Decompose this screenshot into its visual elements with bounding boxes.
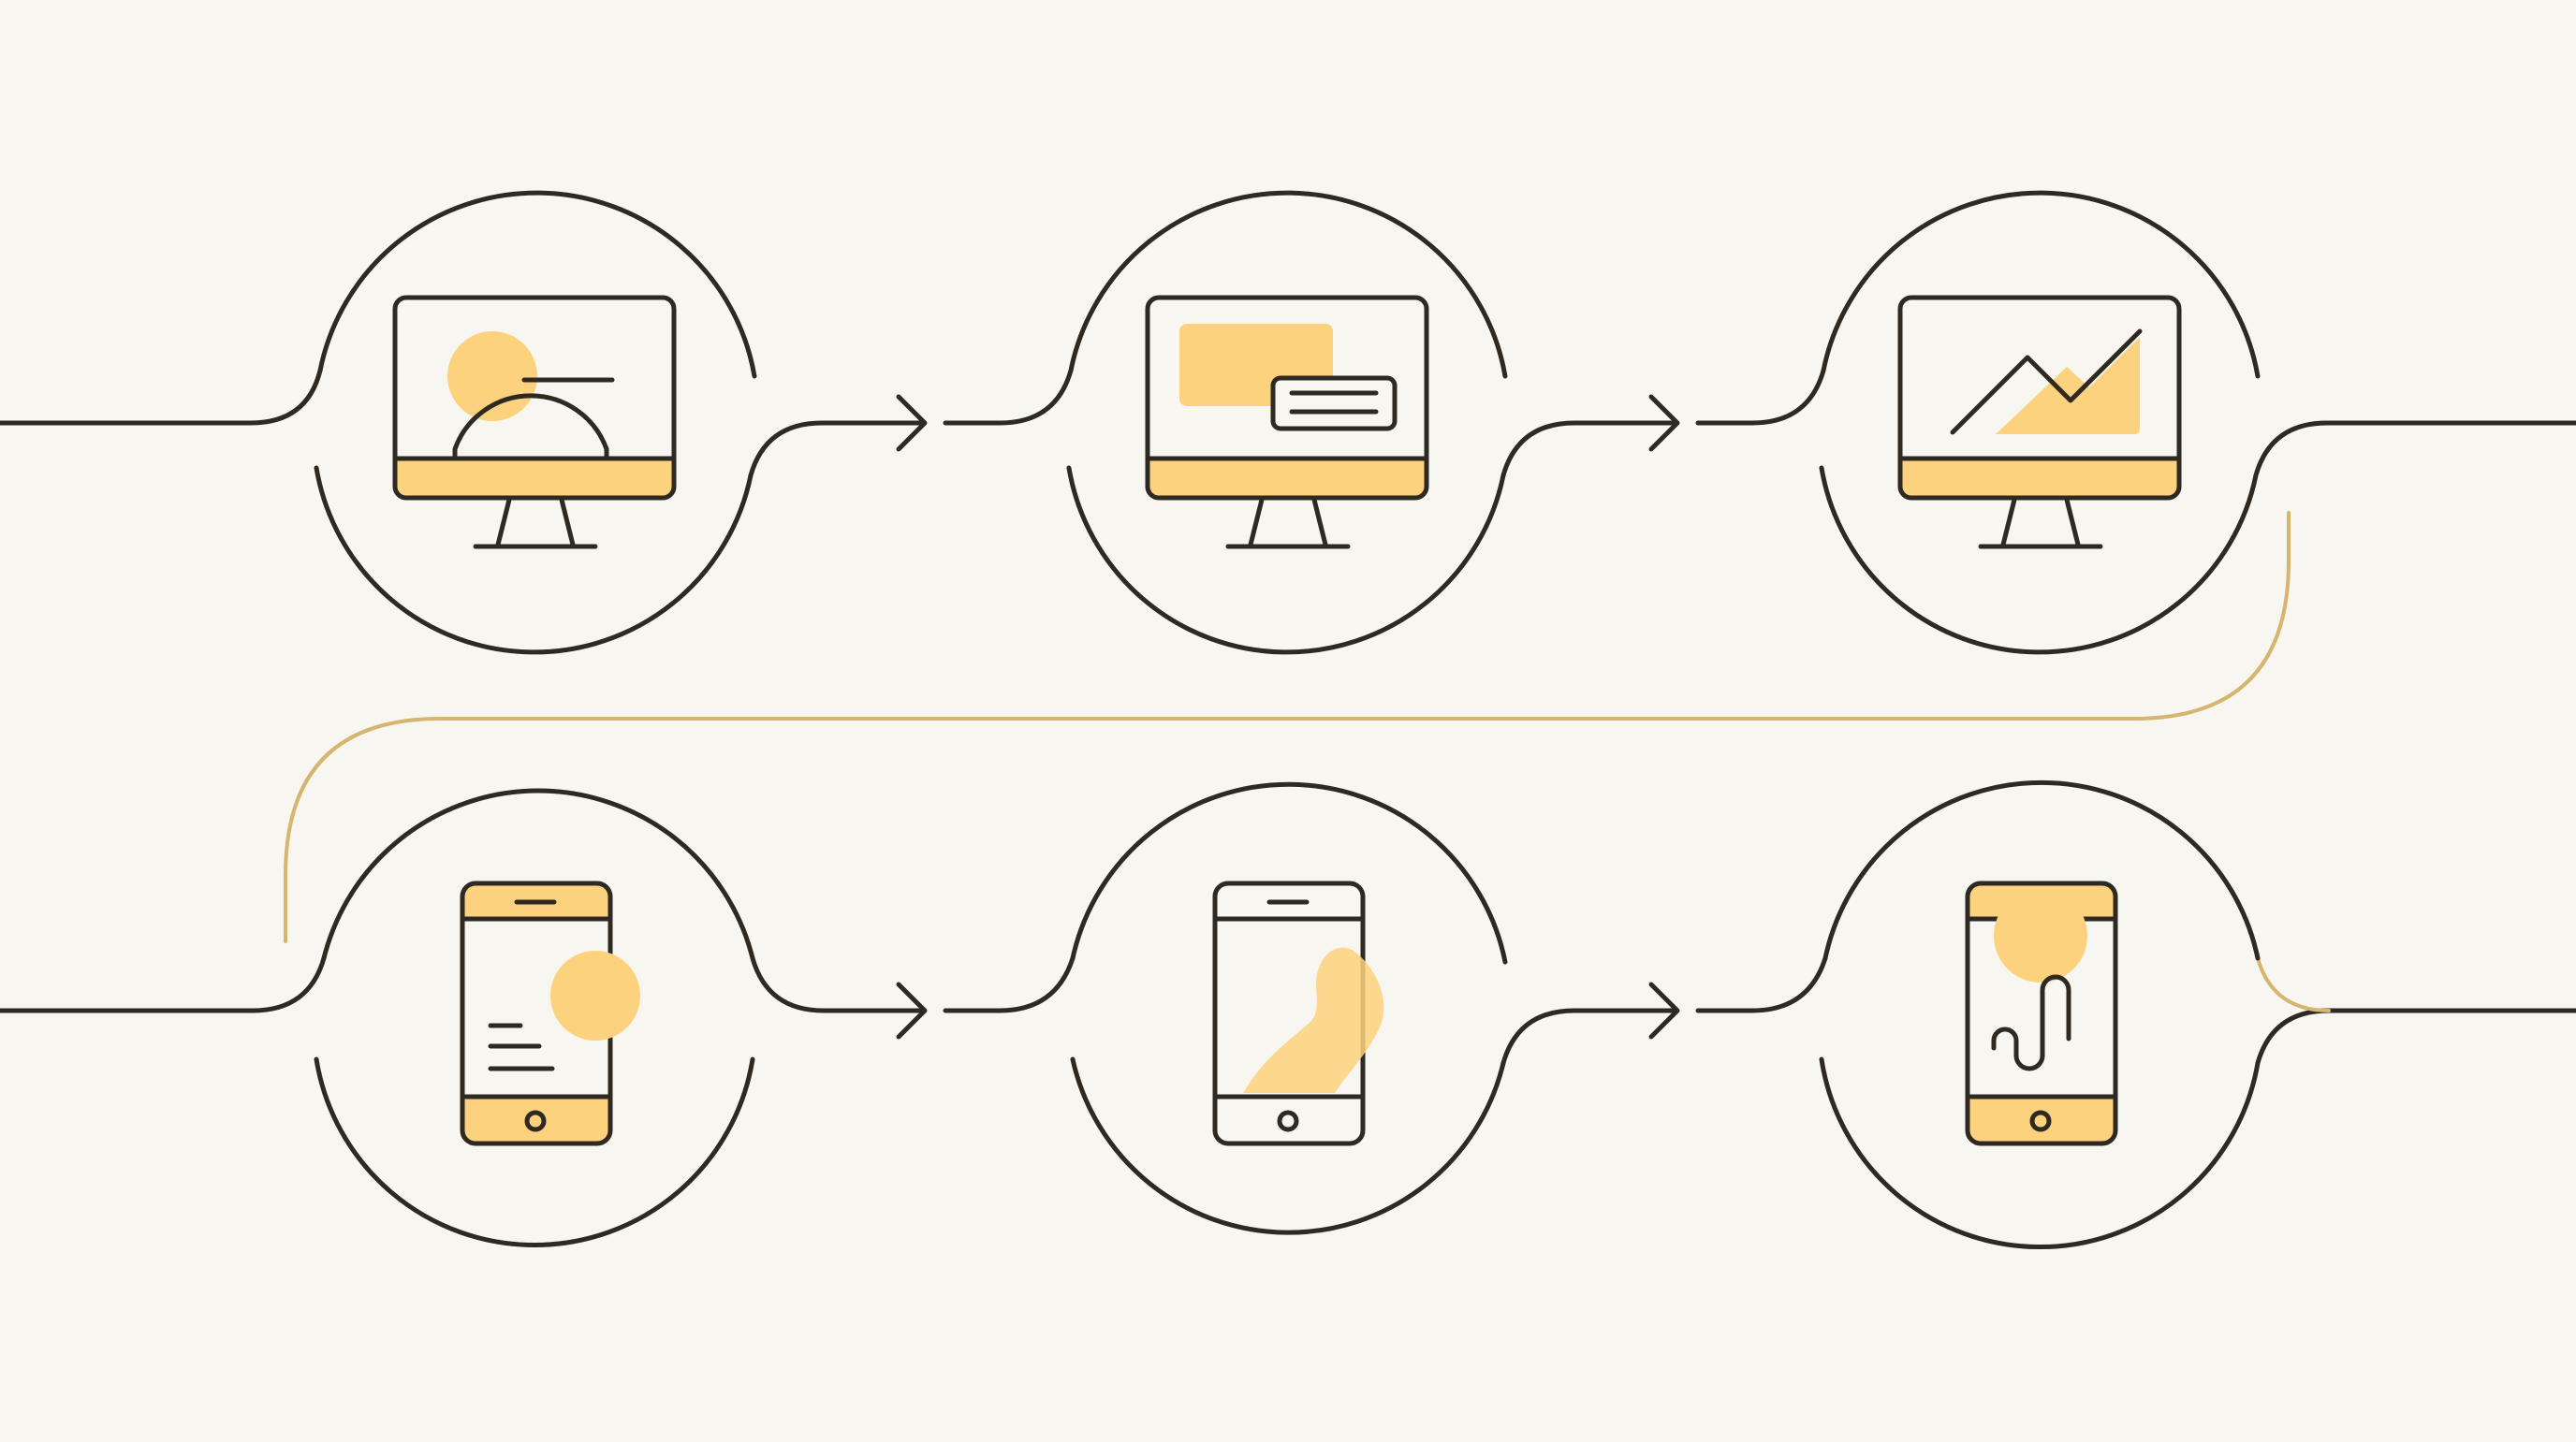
step-circle (1819, 779, 2261, 1250)
step-circle (314, 190, 757, 655)
flow-line-4-5 (750, 955, 925, 1013)
flow-line-accent (2256, 956, 2331, 1012)
flow-line-2-3b (1695, 368, 1826, 426)
flow-line-out (2255, 1008, 2576, 1066)
sun-landscape-icon (447, 331, 615, 459)
arrow-right-icon (896, 394, 928, 452)
trend-chart-icon (1950, 328, 2143, 435)
flow-line-in (0, 368, 323, 426)
flow-line-5-6 (1500, 1008, 1677, 1066)
arrow-right-icon (1648, 394, 1680, 452)
flow-line-4-5b (943, 955, 1076, 1013)
mobile-row (0, 779, 2576, 1250)
path-squiggle-icon (1991, 889, 2087, 1071)
flow-line-out (2253, 420, 2576, 478)
flow-line-1-2 (748, 420, 925, 478)
swipe-blob-icon (1243, 947, 1384, 1093)
desktop-monitor-icon (1145, 295, 1429, 549)
arrow-right-icon (1648, 982, 1680, 1040)
flow-line-2-3 (1500, 420, 1677, 478)
flow-line-in (0, 955, 327, 1013)
step-circle (1819, 190, 2261, 655)
step-circle (1070, 781, 1508, 1235)
text-card-icon (1179, 324, 1398, 431)
flow-line-5-6b (1695, 955, 1828, 1013)
desktop-monitor-icon (392, 295, 677, 549)
arrow-right-icon (896, 982, 928, 1040)
desktop-row (0, 190, 2576, 655)
text-lines-icon (488, 951, 640, 1071)
step-circle (1066, 190, 1508, 655)
row-connector-line (284, 511, 2291, 943)
desktop-monitor-icon (1897, 295, 2182, 549)
flow-line-1-2b (943, 368, 1074, 426)
step-circle (314, 788, 755, 1247)
